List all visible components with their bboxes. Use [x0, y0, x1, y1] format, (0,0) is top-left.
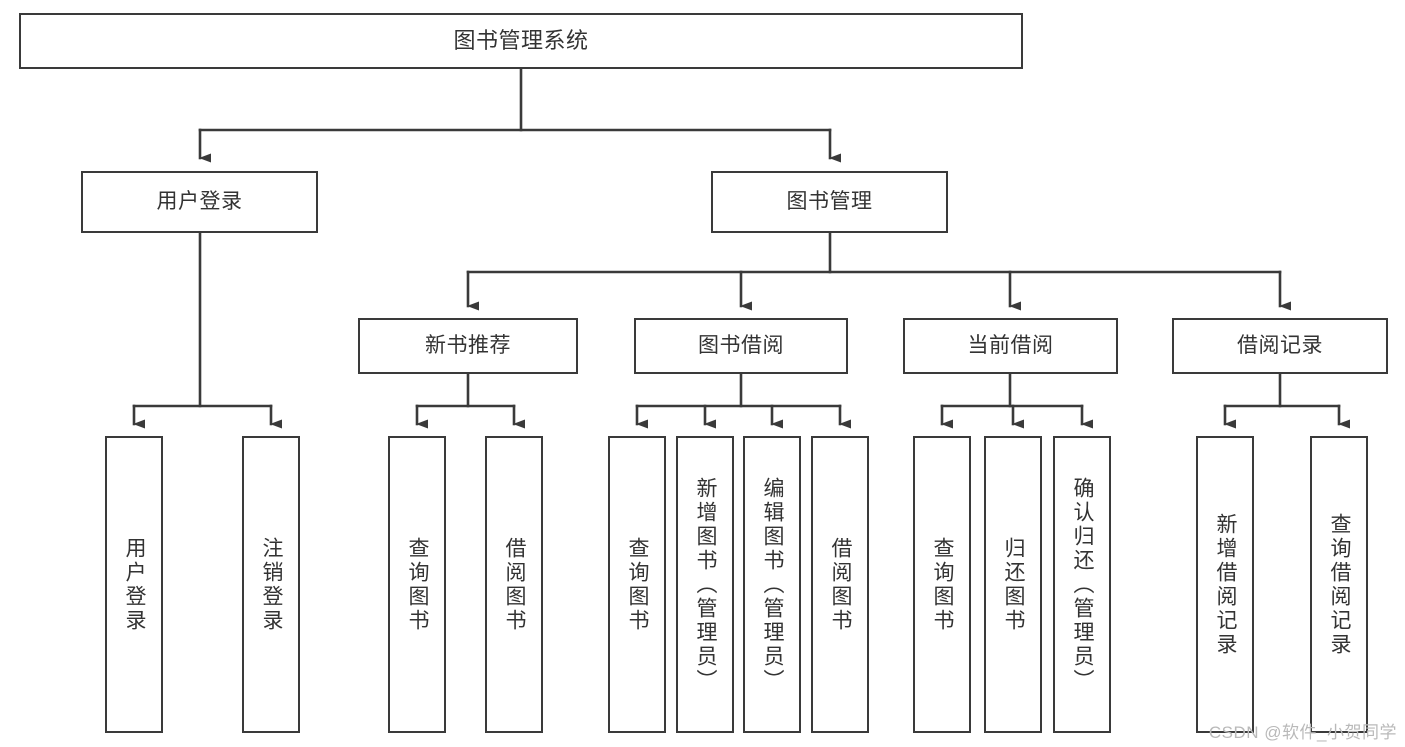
node-leaf-user-logout-label: 注销登录 — [260, 536, 284, 633]
node-leaf-confirm-return-admin[interactable]: 确认归还（管理员） — [1053, 436, 1111, 733]
node-book-management[interactable]: 图书管理 — [711, 171, 948, 233]
node-leaf-query-book-rec-label: 查询图书 — [406, 536, 430, 633]
node-leaf-user-logout[interactable]: 注销登录 — [242, 436, 300, 733]
node-user-login-label: 用户登录 — [156, 189, 243, 213]
node-leaf-return-book[interactable]: 归还图书 — [984, 436, 1042, 733]
node-leaf-borrow-book-brw-label: 借阅图书 — [829, 536, 853, 633]
node-leaf-borrow-book-brw[interactable]: 借阅图书 — [811, 436, 869, 733]
node-leaf-user-login-label: 用户登录 — [123, 536, 147, 633]
node-leaf-query-book-brw-label: 查询图书 — [626, 536, 650, 633]
node-leaf-edit-book-admin[interactable]: 编辑图书（管理员） — [743, 436, 801, 733]
node-leaf-borrow-book-rec[interactable]: 借阅图书 — [485, 436, 543, 733]
node-leaf-query-book-brw[interactable]: 查询图书 — [608, 436, 666, 733]
node-leaf-add-borrow-record[interactable]: 新增借阅记录 — [1196, 436, 1254, 733]
node-book-management-label: 图书管理 — [786, 189, 873, 213]
node-borrow-record-label: 借阅记录 — [1237, 333, 1323, 357]
node-leaf-query-book-cur-label: 查询图书 — [931, 536, 955, 633]
node-current-borrow[interactable]: 当前借阅 — [903, 318, 1118, 374]
node-leaf-return-book-label: 归还图书 — [1002, 536, 1026, 633]
node-leaf-user-login[interactable]: 用户登录 — [105, 436, 163, 733]
node-book-borrow-label: 图书借阅 — [698, 333, 784, 357]
node-current-borrow-label: 当前借阅 — [967, 333, 1054, 357]
node-new-book-recommend-label: 新书推荐 — [425, 333, 511, 357]
node-borrow-record[interactable]: 借阅记录 — [1172, 318, 1388, 374]
node-leaf-add-borrow-record-label: 新增借阅记录 — [1214, 512, 1238, 657]
node-leaf-borrow-book-rec-label: 借阅图书 — [503, 536, 527, 633]
node-user-login[interactable]: 用户登录 — [81, 171, 318, 233]
node-leaf-add-book-admin[interactable]: 新增图书（管理员） — [676, 436, 734, 733]
node-leaf-add-book-admin-label: 新增图书（管理员） — [694, 476, 718, 693]
node-root[interactable]: 图书管理系统 — [19, 13, 1023, 69]
node-book-borrow[interactable]: 图书借阅 — [634, 318, 848, 374]
node-leaf-query-book-cur[interactable]: 查询图书 — [913, 436, 971, 733]
node-leaf-confirm-return-admin-label: 确认归还（管理员） — [1071, 476, 1095, 693]
node-new-book-recommend[interactable]: 新书推荐 — [358, 318, 578, 374]
node-leaf-query-borrow-record[interactable]: 查询借阅记录 — [1310, 436, 1368, 733]
node-leaf-edit-book-admin-label: 编辑图书（管理员） — [761, 476, 785, 693]
csdn-watermark: CSDN @软件_小贺同学 — [1208, 723, 1397, 742]
node-leaf-query-borrow-record-label: 查询借阅记录 — [1328, 512, 1352, 657]
node-root-label: 图书管理系统 — [453, 28, 589, 54]
node-leaf-query-book-rec[interactable]: 查询图书 — [388, 436, 446, 733]
